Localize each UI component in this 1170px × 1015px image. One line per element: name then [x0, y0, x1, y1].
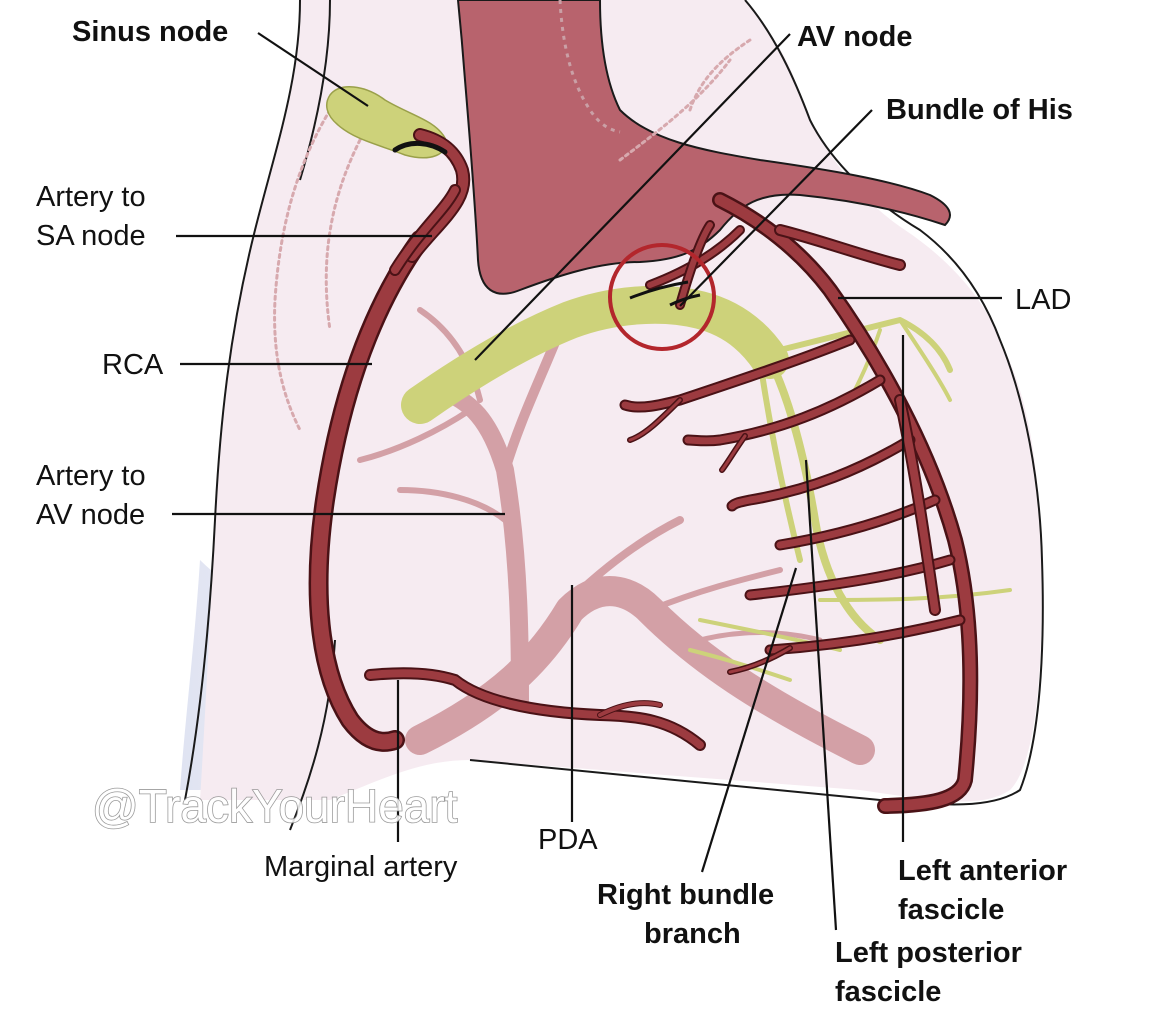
heart-outline-left	[184, 0, 301, 801]
label-lad: LAD	[1015, 284, 1071, 316]
ventricle-bottom-outline	[469, 759, 881, 801]
faint-branch	[618, 58, 732, 162]
coronary-arteries	[308, 128, 979, 814]
label-av-node: AV node	[797, 21, 912, 53]
leader-lines	[172, 32, 1002, 931]
faint-branch	[688, 38, 752, 112]
label-right-bundle-branch-line2: branch	[644, 918, 741, 950]
label-artery-to-av-node-line2: AV node	[36, 499, 145, 531]
label-artery-to-sa-node-line2: SA node	[36, 220, 146, 252]
label-left-posterior-fascicle-line1: Left posterior	[835, 937, 1022, 969]
bundle-marker	[669, 293, 701, 307]
label-pda: PDA	[538, 824, 598, 856]
aorta	[456, 0, 951, 295]
label-artery-to-av-node-line1: Artery to	[36, 460, 146, 492]
watermark: @TrackYourHeart	[92, 780, 458, 832]
label-bundle-of-his: Bundle of His	[886, 94, 1073, 126]
aorta-highlight	[558, 0, 621, 134]
label-left-posterior-fascicle-line2: fascicle	[835, 976, 941, 1008]
label-artery-to-sa-node-line1: Artery to	[36, 181, 146, 213]
label-left-anterior-fascicle-line2: fascicle	[898, 894, 1004, 926]
label-left-anterior-fascicle-line1: Left anterior	[898, 855, 1067, 887]
label-rca: RCA	[102, 349, 164, 381]
av-node-highlight-circle	[608, 243, 716, 351]
faint-branch	[273, 108, 332, 432]
av-node-marker	[629, 280, 689, 300]
label-marginal-artery: Marginal artery	[264, 851, 458, 883]
label-right-bundle-branch-line1: Right bundle	[597, 879, 774, 911]
label-sinus-node: Sinus node	[72, 16, 228, 48]
heart-outline-right	[744, 0, 1044, 806]
sa-node-artery-tip	[392, 141, 448, 155]
faint-branch	[324, 138, 362, 332]
heart-outline-inner-left	[299, 0, 331, 181]
